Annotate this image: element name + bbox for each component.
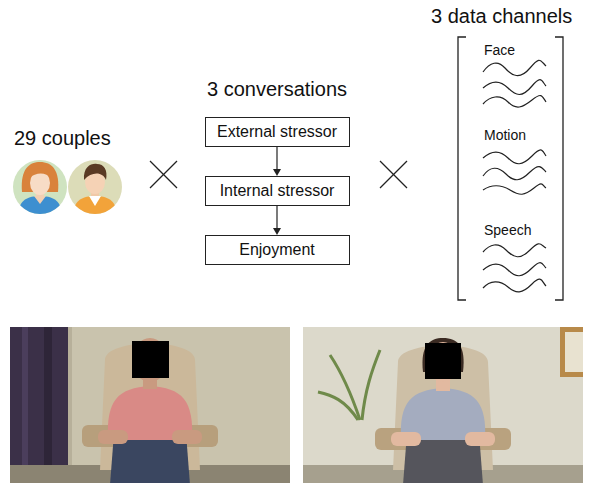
group-heading: 29 couples bbox=[14, 127, 111, 150]
male-avatar bbox=[68, 160, 122, 216]
group-heading: 3 data channels bbox=[431, 5, 572, 28]
flow-arrow bbox=[273, 147, 281, 176]
signal-waves bbox=[483, 60, 546, 292]
box-text: External stressor bbox=[217, 123, 337, 141]
channel-label: Face bbox=[484, 42, 515, 58]
group-heading: 3 conversations bbox=[207, 78, 347, 101]
photo-woman bbox=[303, 327, 583, 485]
process-box: Enjoyment bbox=[205, 235, 350, 265]
bracket bbox=[555, 37, 563, 300]
box-text: Enjoyment bbox=[239, 241, 315, 259]
process-box: External stressor bbox=[205, 117, 350, 147]
times-sign bbox=[150, 161, 177, 188]
box-text: Internal stressor bbox=[220, 182, 335, 200]
bracket bbox=[458, 37, 466, 300]
female-avatar bbox=[13, 160, 67, 216]
channel-label: Motion bbox=[484, 127, 526, 143]
channel-label: Speech bbox=[484, 222, 531, 238]
photo-man bbox=[10, 327, 290, 485]
times-sign bbox=[380, 161, 407, 188]
process-box: Internal stressor bbox=[205, 176, 350, 206]
flow-arrow bbox=[273, 206, 281, 235]
